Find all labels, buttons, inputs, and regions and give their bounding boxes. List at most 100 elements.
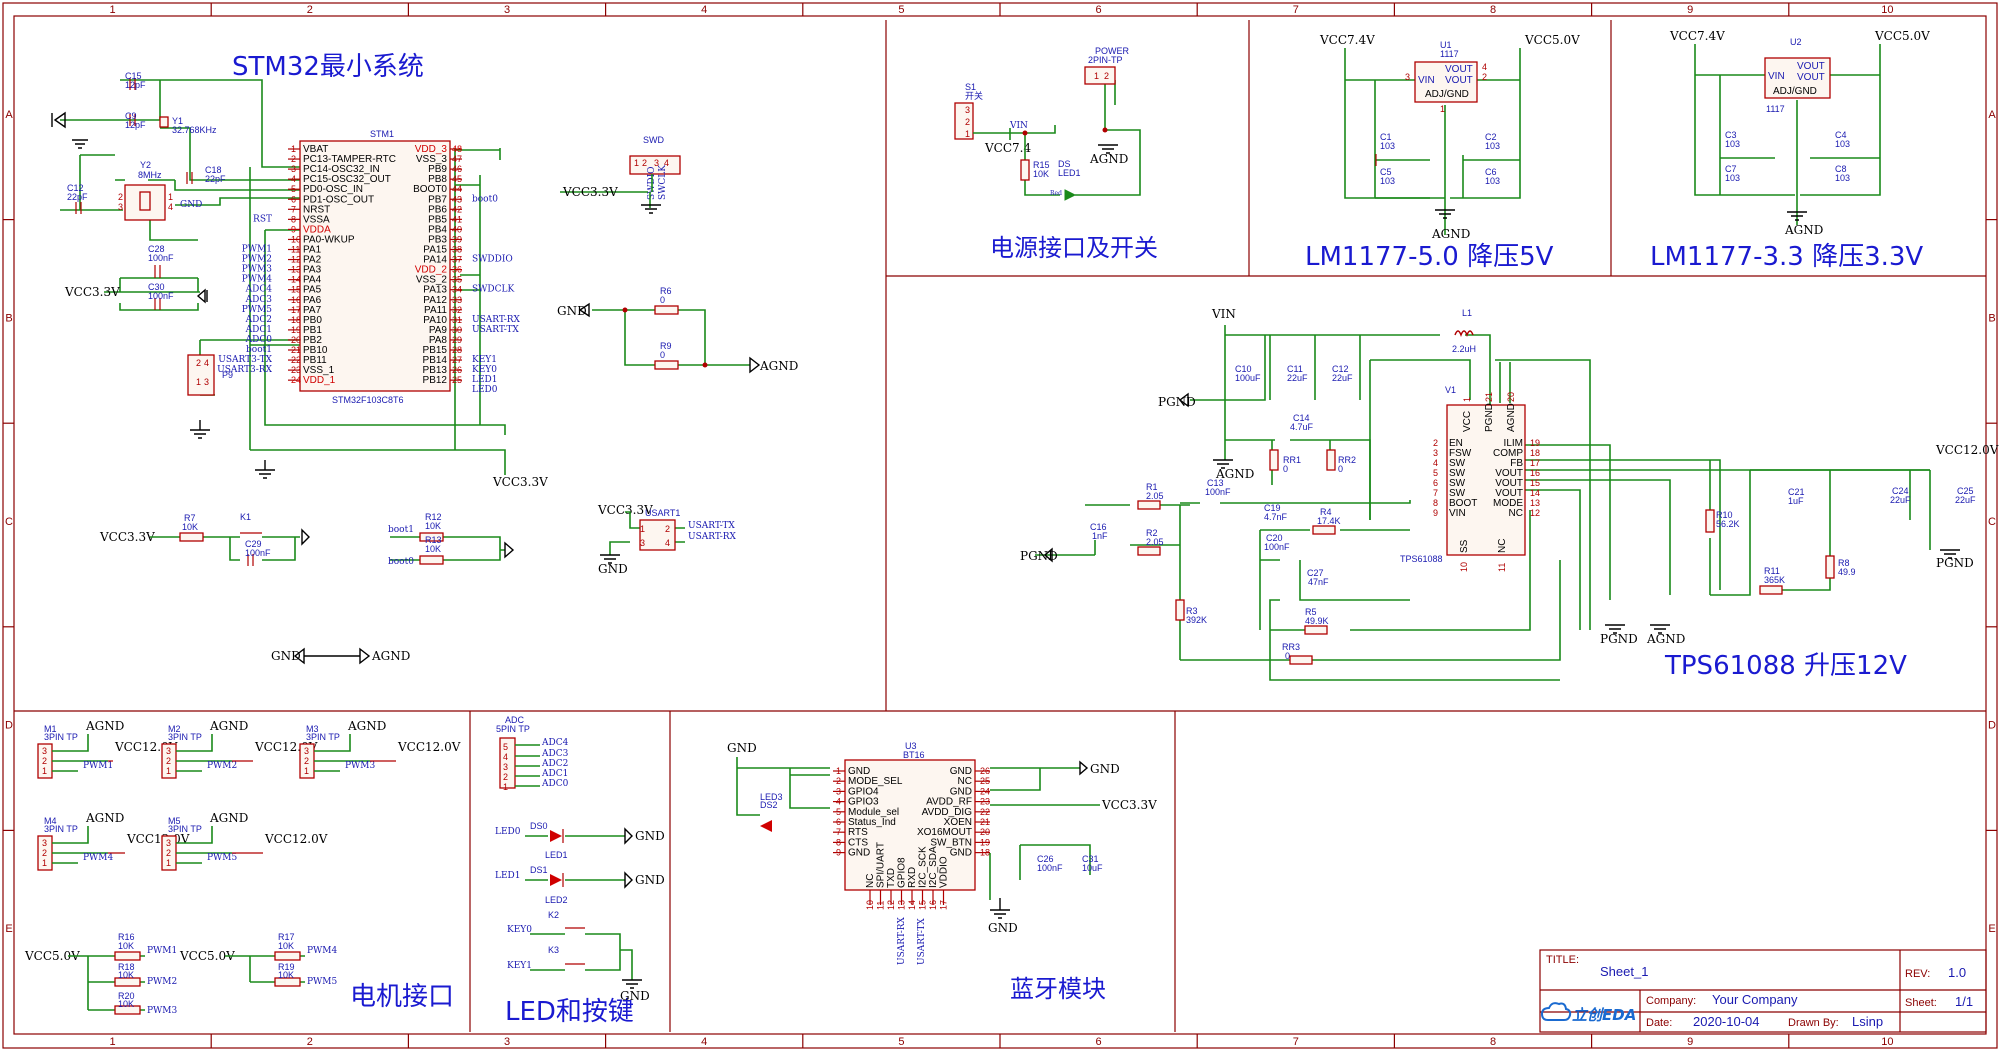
section-title-stm32: STM32最小系统 (232, 52, 424, 82)
stm32-pin-number: 39 (452, 234, 462, 244)
svg-text:REV:: REV: (1905, 968, 1930, 980)
svg-text:R20: R20 (118, 991, 135, 1001)
bt-pin-number: 25 (980, 776, 990, 786)
tps-pin-name: PGND (1484, 403, 1495, 432)
bt-pin-number: 6 (836, 817, 841, 827)
svg-text:C3: C3 (1725, 130, 1737, 140)
svg-text:STM32F103C8T6: STM32F103C8T6 (332, 395, 404, 405)
svg-text:DS1: DS1 (530, 865, 548, 875)
stm32-net-label: USART3-TX (218, 355, 272, 365)
svg-text:2.2uH: 2.2uH (1452, 344, 1476, 354)
stm32-pin-name: PC13-TAMPER-RTC (303, 154, 396, 165)
svg-text:10K: 10K (425, 544, 441, 554)
stm32-pin-number: 3 (291, 164, 296, 174)
bt-pin-name: NC (865, 874, 876, 888)
tps-pin-number: 17 (1530, 458, 1540, 468)
svg-text:USART-RX: USART-RX (688, 532, 737, 542)
stm32-pin-number: 8 (291, 214, 296, 224)
bt-pin-number: 4 (836, 797, 841, 807)
ruler-col-top: 5 (898, 4, 904, 16)
svg-text:AGND: AGND (1784, 223, 1823, 237)
bt-pin-name: SPI/UART (876, 842, 887, 888)
svg-text:4: 4 (204, 358, 209, 368)
svg-text:L1: L1 (1462, 308, 1472, 318)
stm32-pin-name: PA8 (429, 335, 448, 346)
stm32-pin-number: 2 (291, 154, 296, 164)
svg-text:PWM3: PWM3 (345, 761, 376, 771)
stm32-pin-name: PA11 (424, 305, 447, 316)
svg-text:100uF: 100uF (1235, 373, 1261, 383)
svg-text:C7: C7 (1725, 164, 1737, 174)
svg-text:LED1: LED1 (1058, 168, 1081, 178)
stm32-net-label: ADC4 (245, 285, 273, 295)
svg-text:C9: C9 (125, 111, 137, 121)
svg-text:0: 0 (1285, 651, 1290, 661)
svg-text:boot0: boot0 (388, 557, 414, 567)
svg-text:C16: C16 (1090, 522, 1107, 532)
stm32-net-label: ADC0 (245, 335, 273, 345)
svg-text:1117: 1117 (1766, 104, 1785, 114)
svg-text:VCC7.4: VCC7.4 (984, 141, 1031, 155)
stm32-pin-name: PB2 (303, 335, 322, 346)
svg-text:R2: R2 (1146, 528, 1158, 538)
ruler-row-right: B (1988, 312, 1995, 324)
svg-text:PWM5: PWM5 (207, 853, 238, 863)
tps-pin-number: 2 (1433, 438, 1438, 448)
stm32-pin-name: PA2 (303, 255, 322, 266)
stm32-pin-number: 29 (452, 335, 462, 345)
stm32-pin-name: PD0-OSC_IN (303, 184, 363, 195)
svg-text:C24: C24 (1892, 486, 1909, 496)
bt-pin-name: GND (950, 766, 972, 777)
tps-pin-number: 12 (1530, 508, 1540, 518)
svg-text:R13: R13 (425, 535, 442, 545)
stm32-pin-number: 4 (291, 174, 296, 184)
tps-pin-number: 13 (1530, 498, 1540, 508)
bt-pin-number: 22 (980, 807, 990, 817)
bt-pin-name: AVDD_DIG (922, 807, 973, 818)
bt-pin-name: NC (958, 776, 972, 787)
stm32-net-label: PWM4 (242, 275, 273, 285)
title-block: TITLE: Sheet_1 REV: 1.0 Company: Your Co… (1539, 949, 1987, 1033)
svg-text:47nF: 47nF (1308, 577, 1329, 587)
bt-pin-name: CTS (848, 837, 868, 848)
svg-text:GND: GND (271, 649, 301, 663)
svg-text:VCC5.0V: VCC5.0V (24, 949, 80, 963)
svg-text:R19: R19 (278, 962, 295, 972)
stm32-net-label: boot1 (246, 345, 272, 355)
tps-pin-name: EN (1449, 438, 1463, 449)
svg-text:GND: GND (180, 200, 202, 210)
svg-text:4: 4 (664, 158, 669, 168)
ruler-col-bottom: 5 (898, 1036, 904, 1048)
svg-text:3: 3 (204, 377, 209, 387)
svg-text:100nF: 100nF (245, 548, 271, 558)
svg-text:C29: C29 (245, 539, 262, 549)
stm32-pin-name: PB6 (428, 204, 447, 215)
svg-text:AGND: AGND (209, 719, 248, 733)
svg-text:2: 2 (304, 756, 309, 766)
stm32-pin-name: NRST (303, 204, 330, 215)
svg-text:M4: M4 (44, 816, 57, 826)
svg-text:VOUT: VOUT (1797, 72, 1825, 83)
stm32-pin-number: 20 (291, 335, 301, 345)
svg-text:PWM1: PWM1 (83, 761, 113, 771)
svg-text:4: 4 (503, 752, 508, 762)
stm32-pin-number: 28 (452, 345, 462, 355)
svg-text:103: 103 (1725, 173, 1740, 183)
svg-text:VIN: VIN (1009, 121, 1028, 131)
svg-text:10K: 10K (1033, 169, 1049, 179)
svg-text:10K: 10K (118, 970, 134, 980)
stm32-pin-number: 18 (291, 315, 301, 325)
svg-text:1: 1 (640, 524, 645, 534)
stm32-pin-number: 38 (452, 245, 462, 255)
stm32-pin-number: 47 (452, 154, 462, 164)
stm32-pin-name: PB5 (428, 214, 447, 225)
